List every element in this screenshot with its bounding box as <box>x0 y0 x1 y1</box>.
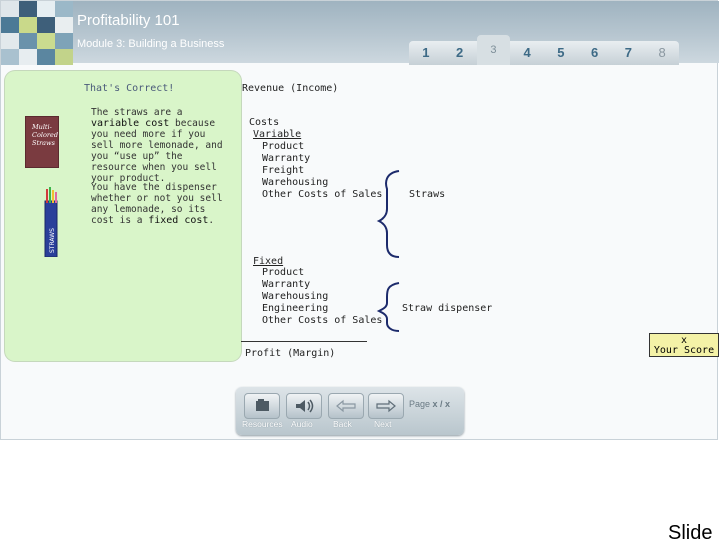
folder-icon <box>256 399 269 411</box>
fixed-item: Warranty <box>262 279 311 290</box>
text: because you need more if you sell more l… <box>91 118 223 184</box>
tab-8[interactable]: 8 <box>658 45 666 60</box>
straws-pack-icon: STRAWS <box>44 187 58 257</box>
next-arrow-icon <box>376 399 396 413</box>
fixed-item: Warehousing <box>262 291 329 302</box>
text: You have the dispenser whether or not yo… <box>91 182 223 226</box>
tab-2[interactable]: 2 <box>456 45 464 60</box>
variable-item: Freight <box>262 165 305 176</box>
text: . <box>208 215 215 226</box>
back-arrow-icon <box>336 399 356 413</box>
variable-heading: Variable <box>253 129 302 140</box>
brace-connectors <box>376 170 400 332</box>
page-indicator: Page x / x <box>409 399 450 409</box>
tab-4[interactable]: 4 <box>523 45 531 60</box>
back-button[interactable] <box>328 393 364 419</box>
profit-label: Profit (Margin) <box>245 348 336 359</box>
next-button[interactable] <box>368 393 404 419</box>
score-value: x <box>680 335 688 346</box>
revenue-label: Revenue (Income) <box>242 83 339 94</box>
next-label: Next <box>374 419 392 429</box>
feedback-heading: That's Correct! <box>84 83 175 94</box>
emphasis-variable-cost: variable cost <box>91 118 170 129</box>
feedback-paragraph-variable: The straws are a variable cost because y… <box>91 107 233 184</box>
straw-box-illustration: Multi-Colored Straws <box>25 116 59 168</box>
fixed-answer: Straw dispenser <box>402 303 493 314</box>
fixed-item: Other Costs of Sales <box>262 315 383 326</box>
emphasis-fixed-cost: fixed cost <box>148 215 209 226</box>
divider-line <box>241 341 367 342</box>
resources-button[interactable] <box>244 393 280 419</box>
score-box: x Your Score <box>649 333 719 357</box>
app-window: Profitability 101 Module 3: Building a B… <box>0 0 719 440</box>
variable-item: Warehousing <box>262 177 329 188</box>
variable-answer: Straws <box>409 189 446 200</box>
fixed-item: Product <box>262 267 305 278</box>
logo-mosaic <box>1 1 73 65</box>
header: Profitability 101 Module 3: Building a B… <box>1 1 719 65</box>
tab-6[interactable]: 6 <box>591 45 599 60</box>
fixed-heading: Fixed <box>253 256 284 267</box>
back-label: Back <box>333 419 352 429</box>
course-title: Profitability 101 <box>77 12 180 29</box>
feedback-paragraph-fixed: You have the dispenser whether or not yo… <box>91 182 233 226</box>
straws-pack-label: STRAWS <box>49 228 56 253</box>
fixed-brace <box>376 282 400 332</box>
costs-label: Costs <box>249 117 280 128</box>
tab-5[interactable]: 5 <box>557 45 565 60</box>
fixed-item: Engineering <box>262 303 329 314</box>
module-subtitle: Module 3: Building a Business <box>77 38 225 50</box>
straw-box-label: Multi-Colored Straws <box>32 123 58 147</box>
slide-footer-text: Slide <box>668 522 713 544</box>
audio-label: Audio <box>291 419 313 429</box>
tab-1[interactable]: 1 <box>422 45 430 60</box>
tab-7[interactable]: 7 <box>624 45 632 60</box>
variable-item: Other Costs of Sales <box>262 189 383 200</box>
text: The straws are a <box>91 107 183 118</box>
navigation-bar: Page x / x Resources Audio Back Next <box>236 387 464 435</box>
speaker-icon <box>296 399 314 413</box>
audio-button[interactable] <box>286 393 322 419</box>
score-label: Your Score <box>653 345 715 356</box>
page-tabs: 1 2 3 4 5 6 7 8 <box>409 35 679 65</box>
tab-3[interactable]: 3 <box>476 35 511 65</box>
variable-brace <box>376 170 400 258</box>
page-value: x / x <box>432 399 451 409</box>
page-label: Page <box>409 399 431 409</box>
variable-item: Product <box>262 141 305 152</box>
variable-item: Warranty <box>262 153 311 164</box>
resources-label: Resources <box>242 419 283 429</box>
